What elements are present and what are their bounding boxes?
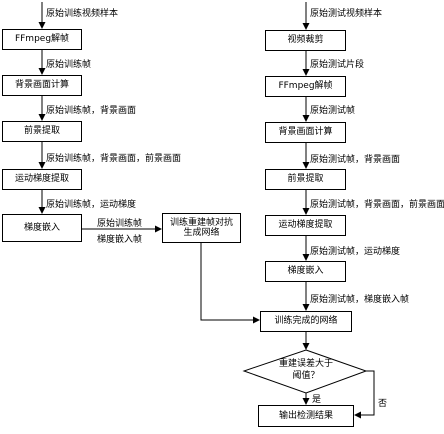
no-label: 否 (378, 399, 388, 409)
left-background-box: 背景画面计算 (2, 75, 82, 96)
right-input-label: 原始测试视频样本 (310, 9, 383, 19)
left-foreground-box: 前景提取 (2, 121, 82, 142)
right-edge-label-4: 原始测试帧，背景画面，前景画面 (310, 200, 444, 210)
right-edge-label-2: 原始测试帧 (310, 106, 356, 116)
right-motion-gradient-box: 运动梯度提取 (265, 215, 346, 236)
right-background-box: 背景画面计算 (265, 122, 346, 143)
right-ffmpeg-box: FFmpeg解帧 (265, 76, 346, 97)
to-gan-label-2: 梯度嵌入帧 (97, 235, 143, 245)
right-gradient-embed-box: 梯度嵌入 (265, 261, 346, 282)
to-gan-label-1: 原始训练帧 (97, 219, 143, 229)
right-edge-label-3: 原始测试帧，背景画面 (310, 155, 401, 165)
yes-label: 是 (312, 395, 322, 405)
left-edge-label-3: 原始训练帧，背景画面，前景画面 (46, 154, 182, 164)
left-edge-label-4: 原始训练帧，运动梯度 (46, 200, 137, 210)
right-edge-label-1: 原始测试片段 (310, 60, 365, 70)
left-edge-label-1: 原始训练帧 (46, 60, 92, 70)
decision-text: 重建误差大于阈值？ (278, 359, 333, 381)
trained-network-box: 训练完成的网络 (260, 311, 352, 332)
right-crop-box: 视频裁剪 (265, 30, 346, 51)
left-edge-label-2: 原始训练帧，背景画面 (46, 106, 137, 116)
right-foreground-box: 前景提取 (265, 169, 346, 190)
left-gradient-embed-box: 梯度嵌入 (2, 214, 82, 242)
left-ffmpeg-box: FFmpeg解帧 (2, 29, 82, 50)
right-edge-label-5: 原始测试帧，运动梯度 (310, 247, 401, 257)
gan-training-box: 训练重建帧对抗生成网络 (162, 213, 241, 243)
output-result-box: 输出检测结果 (258, 405, 354, 427)
right-edge-label-6: 原始测试帧，梯度嵌入帧 (310, 295, 410, 305)
left-input-label: 原始训练视频样本 (46, 9, 119, 19)
left-motion-gradient-box: 运动梯度提取 (2, 169, 82, 190)
